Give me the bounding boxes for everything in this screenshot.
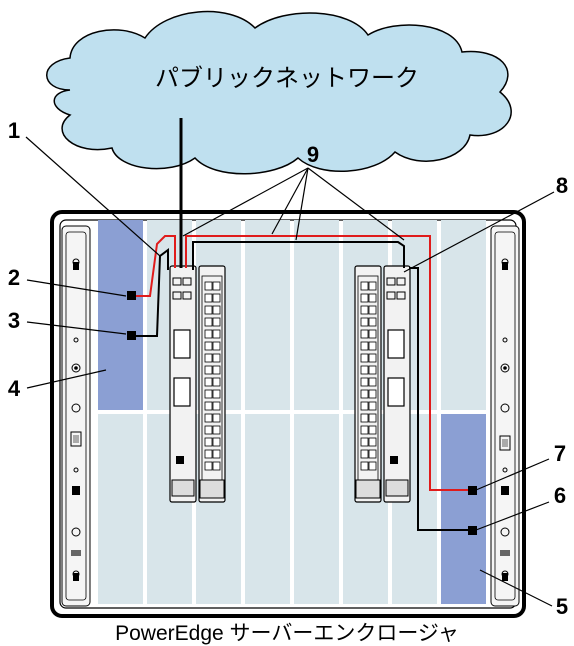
right-rail xyxy=(490,225,520,607)
slot-bottom-8 xyxy=(441,414,486,604)
cloud-label: パブリックネットワーク xyxy=(155,65,419,92)
callout-3: 3 xyxy=(8,308,20,333)
leader-lines xyxy=(25,136,555,607)
callout-9: 9 xyxy=(307,142,319,167)
slot-top-1 xyxy=(98,220,143,410)
slot-top-5 xyxy=(294,220,339,410)
network-port-icon xyxy=(127,291,477,535)
red-cable xyxy=(135,235,472,491)
slot-top-4 xyxy=(245,220,290,410)
slot-bottom-5 xyxy=(294,414,339,604)
left-module-b-ports xyxy=(204,281,221,471)
callout-4: 4 xyxy=(8,376,21,401)
slot-top-8 xyxy=(441,220,486,410)
callout-5: 5 xyxy=(556,594,568,619)
callout-7: 7 xyxy=(554,441,566,466)
callout-6: 6 xyxy=(554,483,566,508)
enclosure-caption: PowerEdge サーバーエンクロージャ xyxy=(115,622,459,645)
slot-bottom-4 xyxy=(245,414,290,604)
slot-grid xyxy=(98,220,486,604)
left-rail xyxy=(61,225,91,607)
callout-2: 2 xyxy=(8,265,20,290)
slot-bottom-1 xyxy=(98,414,143,604)
cloud-icon xyxy=(46,10,512,175)
right-module-c-ports xyxy=(360,281,377,471)
callout-8: 8 xyxy=(556,173,568,198)
callout-1: 1 xyxy=(8,118,20,143)
